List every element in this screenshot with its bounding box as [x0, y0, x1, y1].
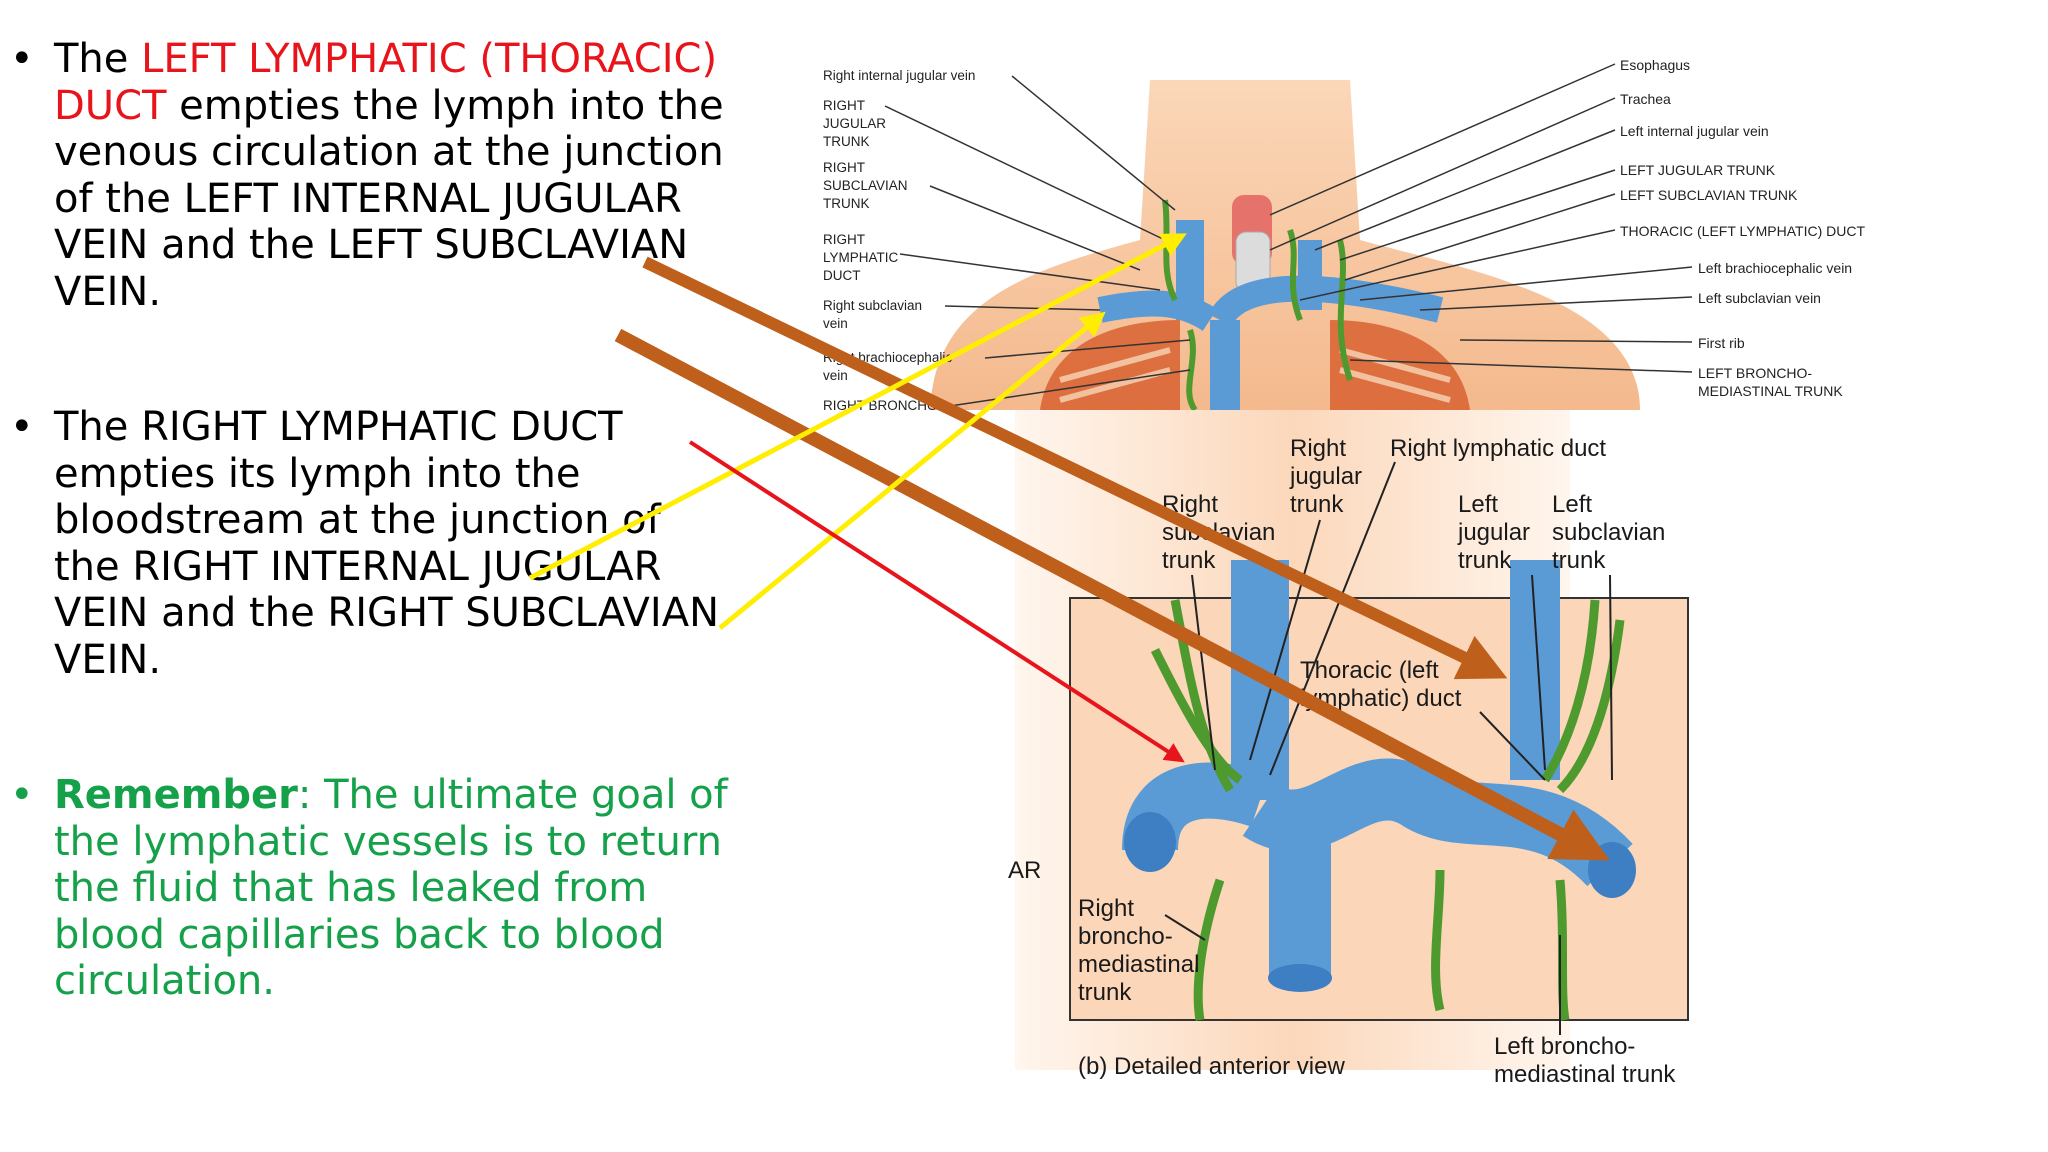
label-left-subclavian-vein: Left subclavian vein	[1698, 290, 1821, 306]
label-left-jugular-trunk: LEFT JUGULAR TRUNK	[1620, 162, 1776, 178]
label-right-jugular-trunk-detail: Right	[1290, 435, 1346, 462]
yellow-arrow-to-right-jugular	[528, 233, 1187, 581]
label-left-bronchomediastinal-trunk-detail: Left broncho-	[1494, 1033, 1635, 1060]
bullet-text-prefix: The	[54, 36, 142, 82]
label-left-subclavian-trunk: LEFT SUBCLAVIAN TRUNK	[1620, 187, 1798, 203]
bullet-dot: •	[10, 404, 34, 450]
diagram-caption: (b) Detailed anterior view	[1078, 1053, 1345, 1080]
label-left-jugular-trunk-detail: jugular	[1457, 519, 1530, 546]
label-right-subclavian-vein: Right subclavian	[823, 298, 922, 313]
label-left-subclavian-trunk-detail: subclavian	[1552, 519, 1665, 546]
bullet-text-rest: : The ultimate goal of the lymphatic ves…	[54, 772, 728, 1004]
top-left-leader-lines	[884, 75, 1191, 407]
label-thoracic-duct: THORACIC (LEFT LYMPHATIC) DUCT	[1620, 223, 1865, 239]
label-right-jugular-trunk-detail: jugular	[1289, 463, 1362, 490]
label-right-subclavian-trunk-detail: trunk	[1162, 547, 1216, 574]
bottom-leader-lines	[1164, 461, 1613, 1035]
remember-label: Remember	[54, 772, 298, 818]
label-thoracic-duct-detail: Thoracic (left	[1300, 657, 1439, 684]
top-left-labels: Right internal jugular vein RIGHT JUGULA…	[823, 68, 975, 413]
label-right-subclavian-trunk: TRUNK	[823, 196, 870, 211]
label-right-lymphatic-duct-detail: Right lymphatic duct	[1390, 435, 1606, 462]
label-left-subclavian-trunk-detail: Left	[1552, 491, 1592, 518]
label-right-lymphatic-duct: RIGHT	[823, 232, 865, 247]
top-anatomy-diagram: Right internal jugular vein RIGHT JUGULA…	[822, 52, 1865, 413]
label-right-bronchomediastinal-trunk-detail: broncho-	[1078, 923, 1173, 950]
label-left-bronchomediastinal-trunk-detail: mediastinal trunk	[1494, 1061, 1676, 1088]
label-left-subclavian-trunk-detail: trunk	[1552, 547, 1606, 574]
bullet-dot: •	[10, 772, 34, 818]
label-right-lymphatic-duct: LYMPHATIC	[823, 250, 899, 265]
label-right-bronchomediastinal-trunk-detail: Right	[1078, 895, 1134, 922]
brown-arrow-to-left-jugular	[642, 256, 1508, 680]
label-left-brachiocephalic-vein: Left brachiocephalic vein	[1698, 260, 1852, 276]
torso-silhouette	[930, 80, 1640, 410]
lymph-trunks-detail	[1150, 599, 1625, 1021]
bullet-text: Remember: The ultimate goal of the lymph…	[54, 772, 734, 1005]
label-right-subclavian-trunk: SUBCLAVIAN	[823, 178, 908, 193]
label-left-internal-jugular-vein: Left internal jugular vein	[1620, 123, 1769, 139]
label-right-internal-jugular-vein: Right internal jugular vein	[823, 68, 975, 83]
annotation-arrows	[528, 233, 1610, 861]
label-right-subclavian-vein: vein	[823, 316, 848, 331]
label-right-jugular-trunk: TRUNK	[823, 134, 870, 149]
label-first-rib: First rib	[1698, 335, 1745, 351]
label-left-bronchomediastinal-trunk: LEFT BRONCHO-	[1698, 365, 1812, 381]
label-left-bronchomediastinal-trunk: MEDIASTINAL TRUNK	[1698, 383, 1843, 399]
highlight-left-lymphatic-duct: LEFT LYMPHATIC (THORACIC) DUCT	[54, 36, 718, 129]
label-right-subclavian-trunk: RIGHT	[823, 160, 865, 175]
label-ar: AR	[1008, 857, 1041, 884]
red-arrow-to-right-lymphatic-duct	[688, 440, 1185, 763]
bottom-labels: Right jugular trunk Right lymphatic duct…	[1008, 435, 1676, 1088]
right-subclavian-vein	[1097, 290, 1218, 332]
label-esophagus: Esophagus	[1620, 57, 1690, 73]
label-right-jugular-trunk: JUGULAR	[823, 116, 886, 131]
label-right-bronchomediastinal-trunk-detail: mediastinal	[1078, 951, 1199, 978]
label-right-brachiocephalic-vein: vein	[823, 368, 848, 383]
bullet-text-rest: empties the lymph into the venous circul…	[54, 82, 724, 315]
label-right-lymphatic-duct: DUCT	[823, 268, 861, 283]
label-left-jugular-trunk-detail: Left	[1458, 491, 1498, 518]
bullet-text: The LEFT LYMPHATIC (THORACIC) DUCT empti…	[54, 36, 734, 315]
bottom-detailed-diagram: Right jugular trunk Right lymphatic duct…	[1008, 410, 1689, 1088]
label-trachea: Trachea	[1620, 91, 1671, 107]
top-right-labels: Esophagus Trachea Left internal jugular …	[1620, 57, 1865, 399]
label-left-jugular-trunk-detail: trunk	[1458, 547, 1512, 574]
bullet-dot: •	[10, 36, 34, 82]
label-right-bronchomediastinal-trunk-detail: trunk	[1078, 979, 1132, 1006]
top-right-leader-lines	[1269, 63, 1693, 373]
brown-arrow-to-left-subclavian	[614, 328, 1610, 861]
bullet-text: The RIGHT LYMPHATIC DUCT empties its lym…	[54, 404, 719, 683]
label-right-jugular-trunk: RIGHT	[823, 98, 865, 113]
yellow-arrow-to-right-subclavian	[718, 311, 1106, 630]
label-right-jugular-trunk-detail: trunk	[1290, 491, 1344, 518]
